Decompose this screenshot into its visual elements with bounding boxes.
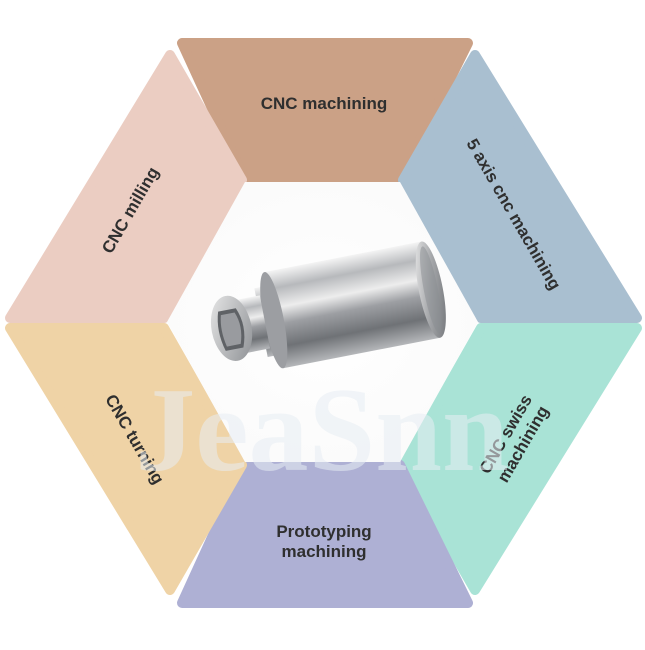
segment-bottom-left (5, 323, 247, 595)
segment-top-right (398, 50, 642, 323)
segment-label-line: machining (281, 542, 366, 561)
segment-label-top: CNC machining (261, 94, 388, 113)
cnc-machined-part-icon (210, 241, 446, 369)
segment-bottom-right (398, 323, 642, 595)
segment-label-line: Prototyping (276, 522, 371, 541)
segment-bottom (177, 460, 473, 608)
segment-top-left (5, 50, 247, 323)
watermark-text: JeaSnn (135, 363, 508, 496)
segment-label-line: CNC machining (261, 94, 388, 113)
